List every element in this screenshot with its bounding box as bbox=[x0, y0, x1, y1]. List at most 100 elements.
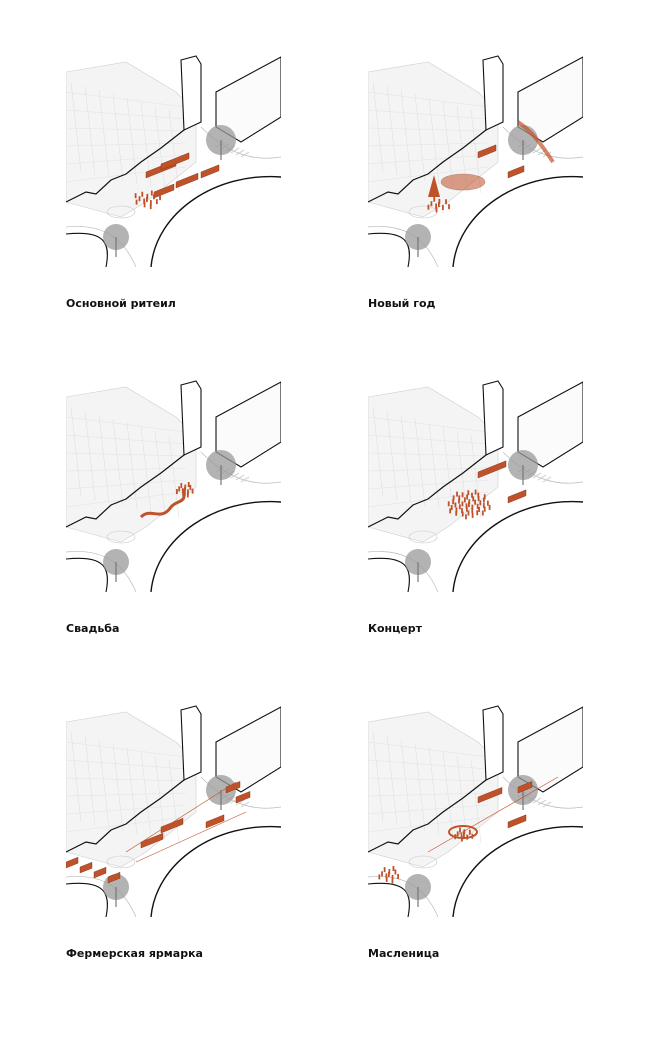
building-facade-line bbox=[428, 747, 440, 835]
building-facade-line bbox=[372, 81, 384, 173]
building-floor-line bbox=[368, 91, 489, 108]
person-figure bbox=[466, 834, 469, 840]
person-figure bbox=[476, 510, 479, 516]
person-figure bbox=[466, 494, 468, 500]
person-figure bbox=[143, 198, 146, 204]
caption-maslenitsa: Масленица bbox=[368, 947, 440, 960]
building-facade-line bbox=[70, 731, 82, 823]
person-figure bbox=[448, 204, 450, 210]
person-figure bbox=[181, 488, 184, 494]
building-block bbox=[66, 61, 197, 218]
person-figure bbox=[178, 486, 181, 492]
person-figure bbox=[472, 496, 475, 502]
plaza-ornament bbox=[408, 530, 438, 544]
curb-curve-left bbox=[66, 557, 108, 592]
person-figure bbox=[184, 484, 187, 490]
crosswalk-stripe bbox=[235, 149, 245, 156]
isometric-plan-concert bbox=[368, 380, 583, 592]
person-figure bbox=[477, 492, 480, 498]
tower-outline bbox=[180, 705, 202, 781]
isometric-plan-wedding bbox=[66, 380, 281, 592]
person-figure bbox=[455, 510, 458, 516]
caption-fair: Фермерская ярмарка bbox=[66, 947, 203, 960]
person-figure bbox=[430, 201, 433, 207]
person-figure bbox=[452, 495, 455, 501]
garland-line bbox=[427, 776, 559, 853]
person-figure bbox=[467, 490, 470, 496]
tower-outline bbox=[180, 55, 202, 131]
caption-concert: Концерт bbox=[368, 622, 423, 635]
building-floor-line bbox=[368, 479, 489, 490]
market-stall bbox=[477, 787, 503, 804]
person-figure bbox=[442, 205, 444, 211]
building-facade-line bbox=[168, 109, 180, 194]
building-facade-line bbox=[84, 735, 96, 826]
person-figure bbox=[427, 204, 430, 210]
diagram-panel-newyear bbox=[368, 52, 583, 267]
person-figure bbox=[141, 191, 144, 197]
person-figure bbox=[450, 505, 453, 511]
person-figure bbox=[187, 489, 189, 495]
building-facade-line bbox=[126, 97, 138, 185]
diagram-panel-maslenitsa bbox=[368, 702, 583, 917]
crosswalk-stripe bbox=[537, 474, 547, 481]
market-stall bbox=[175, 172, 199, 189]
building-facade-line bbox=[414, 93, 426, 182]
person-figure bbox=[471, 504, 474, 510]
curb-curve bbox=[452, 500, 583, 592]
building-floor-line bbox=[66, 91, 187, 108]
person-figure bbox=[468, 502, 470, 507]
building-floor-line bbox=[368, 127, 489, 132]
person-figure bbox=[155, 199, 158, 205]
building-edge-line bbox=[66, 779, 185, 853]
skating-rink bbox=[440, 173, 486, 191]
building-floor-line bbox=[368, 434, 489, 445]
person-figure bbox=[385, 876, 388, 882]
block-upper-right bbox=[215, 56, 281, 143]
person-figure bbox=[481, 510, 484, 516]
crosswalk-stripe bbox=[230, 472, 240, 479]
person-figure bbox=[463, 832, 465, 837]
diagram-panel-retail bbox=[66, 52, 281, 267]
person-figure bbox=[435, 207, 438, 213]
wedding-procession bbox=[139, 488, 186, 519]
building-floor-line bbox=[66, 127, 187, 132]
person-figure bbox=[153, 194, 155, 200]
curb-curve bbox=[452, 825, 583, 917]
building-facade-line bbox=[470, 434, 482, 519]
person-figure bbox=[186, 492, 189, 498]
person-figure bbox=[461, 508, 463, 514]
diagram-panel-fair bbox=[66, 702, 281, 917]
building-facade-line bbox=[428, 422, 440, 510]
market-stall bbox=[517, 781, 533, 794]
person-figure bbox=[149, 200, 152, 206]
person-figure bbox=[182, 491, 185, 497]
plaza-ornament bbox=[106, 855, 136, 869]
block-upper-right bbox=[215, 706, 281, 793]
person-figure bbox=[471, 492, 473, 498]
building-facade-line bbox=[70, 406, 82, 498]
crosswalk-stripe bbox=[235, 474, 245, 481]
curb-curve bbox=[150, 500, 281, 592]
building-facade-line bbox=[126, 422, 138, 510]
building-floor-line bbox=[368, 416, 489, 433]
person-figure bbox=[150, 190, 153, 196]
market-stall bbox=[477, 144, 497, 159]
market-stall bbox=[235, 791, 251, 804]
market-stall bbox=[66, 856, 79, 869]
round-dance bbox=[448, 825, 478, 839]
person-figure bbox=[471, 508, 474, 514]
person-figure bbox=[435, 203, 438, 209]
building-facade-line bbox=[470, 759, 482, 844]
building-facade-line bbox=[442, 426, 454, 513]
building-edge-line bbox=[368, 454, 487, 528]
person-figure bbox=[180, 482, 183, 488]
person-figure bbox=[391, 878, 394, 884]
crosswalk-stripe bbox=[235, 799, 245, 806]
market-stall bbox=[205, 814, 225, 829]
building-facade-line bbox=[112, 93, 124, 182]
building-facade-line bbox=[372, 406, 384, 498]
plaza-ornament bbox=[106, 205, 136, 219]
tower-outline bbox=[482, 705, 504, 781]
person-figure bbox=[438, 202, 440, 207]
